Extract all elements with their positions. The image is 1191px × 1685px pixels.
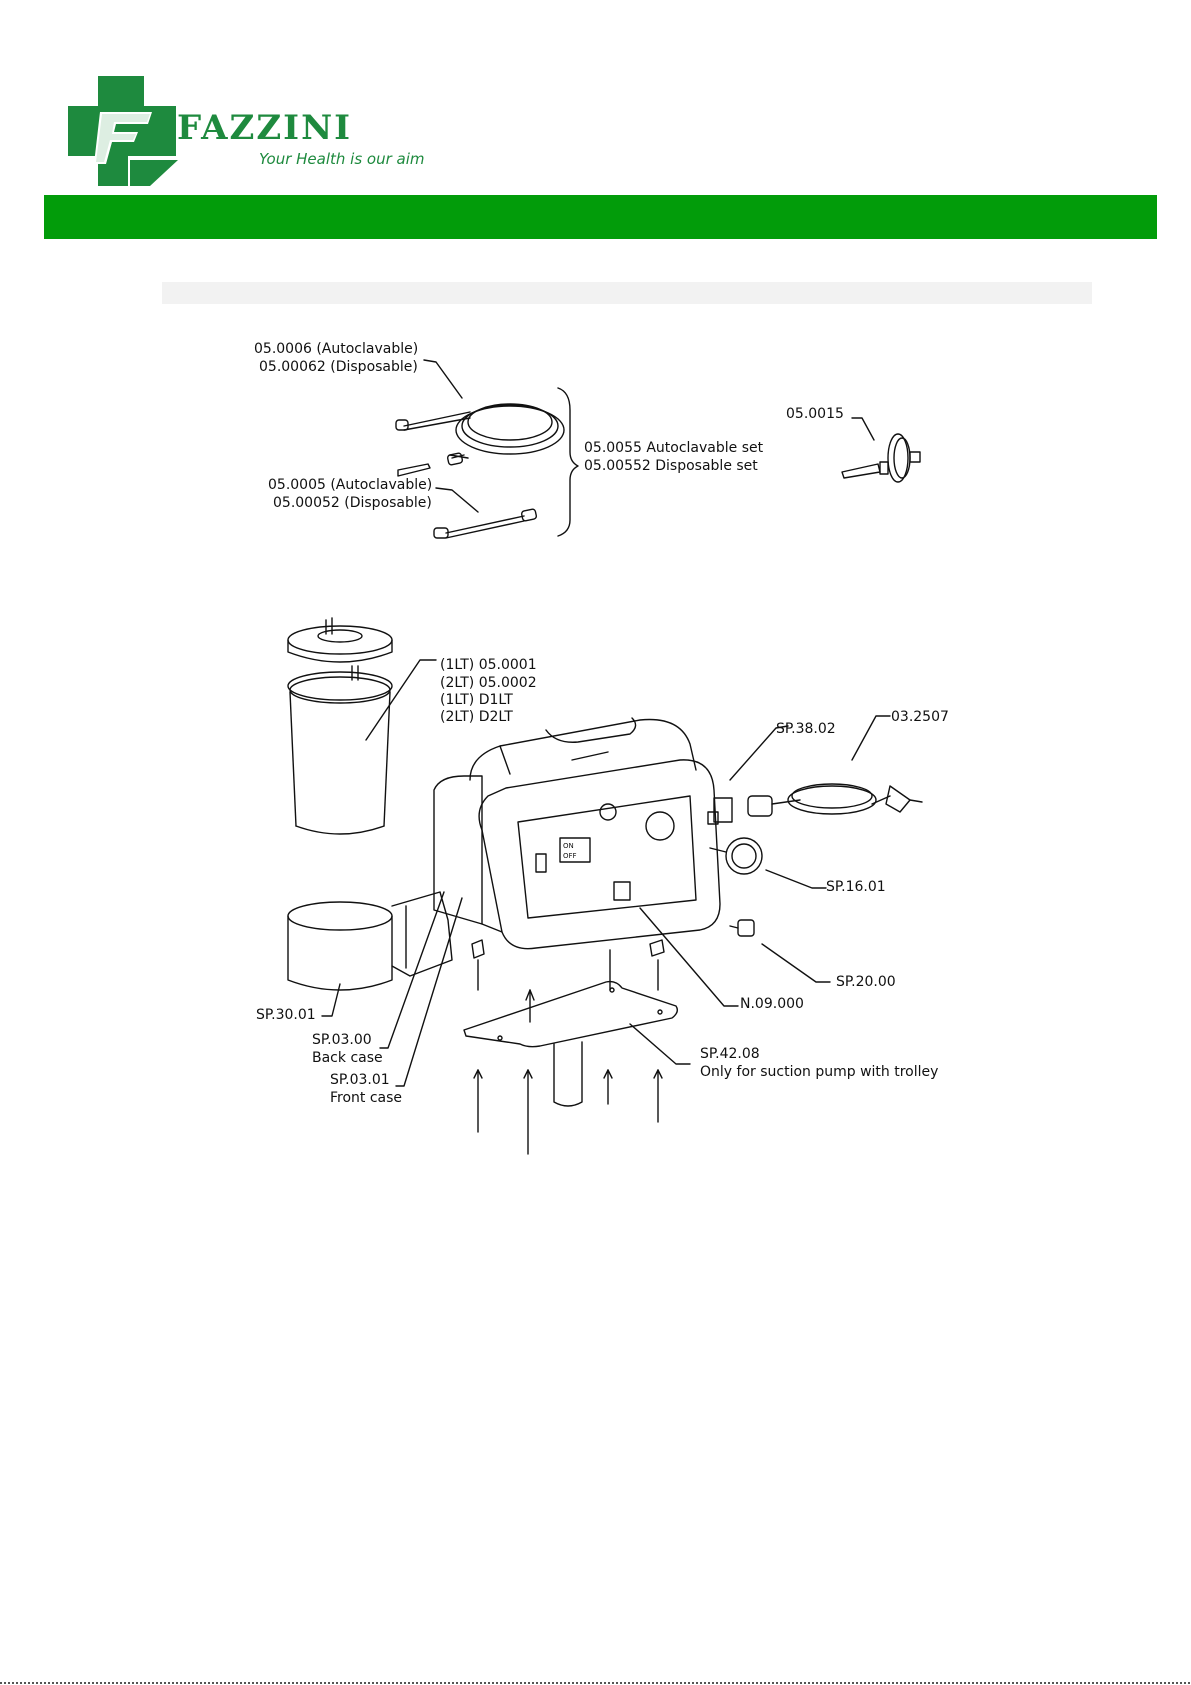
label-disposable-set: 05.00552 Disposable set xyxy=(584,458,758,474)
collection-jar-illustration xyxy=(287,617,393,835)
header-band xyxy=(44,195,1157,239)
label-power-cord: 03.2507 xyxy=(891,709,949,725)
power-cord-illustration xyxy=(747,783,923,817)
socket-illustration xyxy=(707,797,733,825)
label-jar-d2lt: (2LT) D2LT xyxy=(440,709,513,725)
label-regulator: SP.20.00 xyxy=(836,974,896,990)
label-switch: N.09.000 xyxy=(740,996,804,1012)
label-tube-long-autoclavable: 05.0006 (Autoclavable) xyxy=(254,341,419,357)
label-front-case-name: Front case xyxy=(330,1090,403,1106)
label-gauge: SP.16.01 xyxy=(826,879,886,895)
set-bracket xyxy=(557,387,579,537)
label-autoclavable-set: 05.0055 Autoclavable set xyxy=(584,440,764,456)
label-base-plate-code: SP.42.08 xyxy=(700,1046,760,1062)
logo-cross-icon xyxy=(68,76,178,186)
regulator-knob-illustration xyxy=(729,919,755,937)
bottom-rule xyxy=(0,1682,1191,1684)
panel-off-text: OFF xyxy=(563,852,577,860)
section-strip xyxy=(162,282,1092,304)
panel-on-text: ON xyxy=(563,842,574,850)
label-back-case-code: SP.03.00 xyxy=(312,1032,372,1048)
label-tube-short-disposable: 05.00052 (Disposable) xyxy=(273,495,432,511)
label-tube-short-autoclavable: 05.0005 (Autoclavable) xyxy=(268,477,433,493)
label-jar-1lt: (1LT) 05.0001 xyxy=(440,657,537,673)
logo-wordmark: FAZZINI xyxy=(177,108,353,148)
tube-coil-illustration xyxy=(395,403,565,466)
jar-holder-illustration xyxy=(287,891,453,991)
label-base-plate-note: Only for suction pump with trolley xyxy=(700,1064,939,1080)
connector-cone-illustration xyxy=(397,463,431,477)
label-back-case-name: Back case xyxy=(312,1050,383,1066)
vacuum-gauge-illustration xyxy=(709,837,763,875)
label-jar-2lt: (2LT) 05.0002 xyxy=(440,675,537,691)
short-tube-illustration xyxy=(433,508,538,539)
pump-body-illustration xyxy=(433,717,721,959)
label-jar-d1lt: (1LT) D1LT xyxy=(440,692,513,708)
logo-tagline: Your Health is our aim xyxy=(259,150,425,168)
bacterial-filter-illustration xyxy=(841,433,921,483)
company-logo xyxy=(66,74,426,190)
label-filter: 05.0015 xyxy=(786,406,844,422)
label-front-case-code: SP.03.01 xyxy=(330,1072,390,1088)
base-plate-illustration xyxy=(463,980,679,1107)
label-holder: SP.30.01 xyxy=(256,1007,316,1023)
label-socket: SP.38.02 xyxy=(776,721,836,737)
label-tube-long-disposable: 05.00062 (Disposable) xyxy=(259,359,418,375)
screws-illustration xyxy=(473,949,663,1155)
